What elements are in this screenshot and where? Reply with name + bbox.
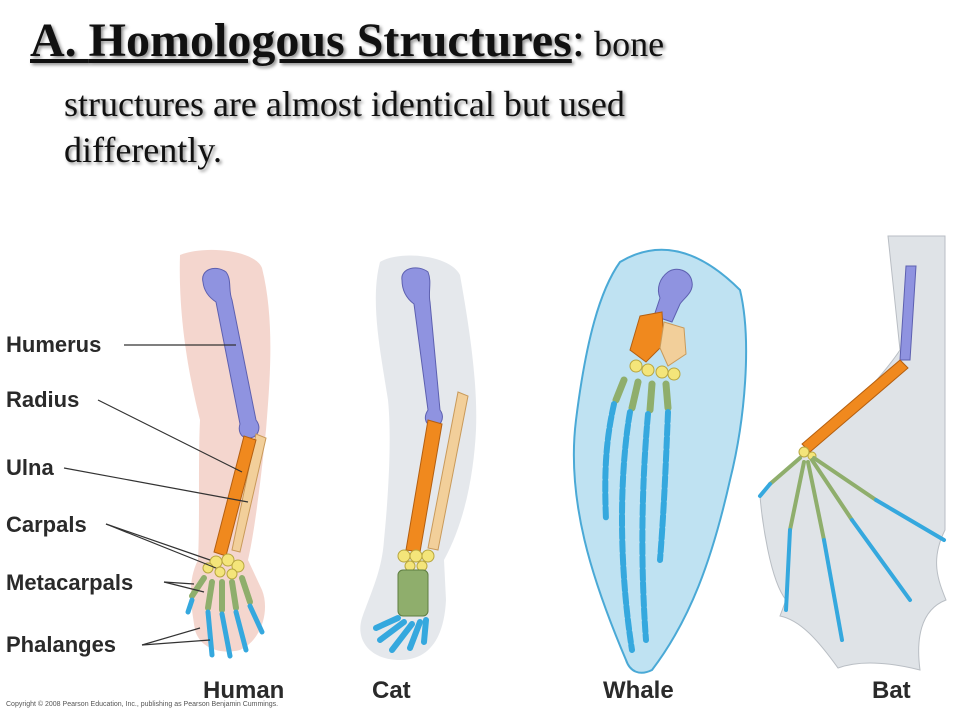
whale-flipper	[572, 248, 748, 674]
whale-humerus	[653, 268, 693, 323]
bat-humerus	[899, 265, 917, 361]
label-humerus: Humerus	[6, 332, 102, 357]
bat-wing	[758, 235, 947, 671]
leader-metacarpals-2	[163, 581, 205, 593]
title-line-1: A. Homologous Structures: bone	[30, 14, 664, 67]
leader-lines	[63, 344, 249, 646]
label-whale: Whale	[603, 677, 674, 704]
label-bat: Bat	[872, 677, 911, 704]
cat-carpals	[397, 549, 435, 572]
whale-phalanges	[602, 401, 671, 653]
bat-metacarpals	[768, 456, 878, 542]
cat-phalanges	[373, 615, 429, 653]
leader-phalanges-1	[141, 627, 201, 646]
whale-ulna	[659, 321, 687, 367]
cat-leg	[360, 255, 477, 660]
cat-fur	[360, 255, 477, 660]
title-prefix: A.	[30, 14, 89, 67]
human-carpals	[202, 553, 245, 580]
whale-metacarpals	[612, 376, 672, 414]
leader-carpals-1	[105, 523, 211, 561]
title-main: Homologous Structures	[88, 14, 572, 67]
human-arm	[179, 249, 271, 659]
cat-humerus	[401, 267, 443, 427]
human-phalanges	[185, 597, 265, 659]
title-line-2: structures are almost identical but used	[64, 84, 625, 124]
title-colon: :	[571, 14, 586, 67]
whale-radius	[629, 311, 665, 363]
label-ulna: Ulna	[6, 455, 54, 480]
label-phalanges: Phalanges	[6, 632, 117, 657]
slide-heading: A. Homologous Structures: bone structure…	[30, 12, 940, 173]
leader-radius	[97, 399, 243, 473]
human-ulna	[231, 433, 267, 553]
whale-carpals	[629, 359, 681, 381]
leader-carpals-2	[105, 523, 217, 569]
human-arm-skin	[179, 249, 271, 652]
leader-ulna	[63, 467, 249, 503]
cat-ulna	[427, 391, 469, 551]
human-metacarpals	[189, 575, 253, 613]
leader-metacarpals-1	[163, 581, 195, 585]
label-radius: Radius	[6, 387, 80, 412]
title-rest: bone	[585, 24, 665, 64]
label-cat: Cat	[372, 677, 411, 704]
title-line-3: differently.	[64, 130, 222, 170]
bat-phalanges	[758, 482, 946, 642]
leader-phalanges-2	[141, 639, 211, 646]
label-metacarpals: Metacarpals	[6, 570, 134, 595]
label-carpals: Carpals	[6, 512, 87, 537]
human-humerus	[202, 267, 260, 439]
cat-metacarpals	[397, 569, 429, 617]
label-human: Human	[203, 677, 285, 704]
copyright-notice: Copyright © 2008 Pearson Education, Inc.…	[6, 701, 279, 708]
whale-flipper-shape	[572, 248, 748, 674]
